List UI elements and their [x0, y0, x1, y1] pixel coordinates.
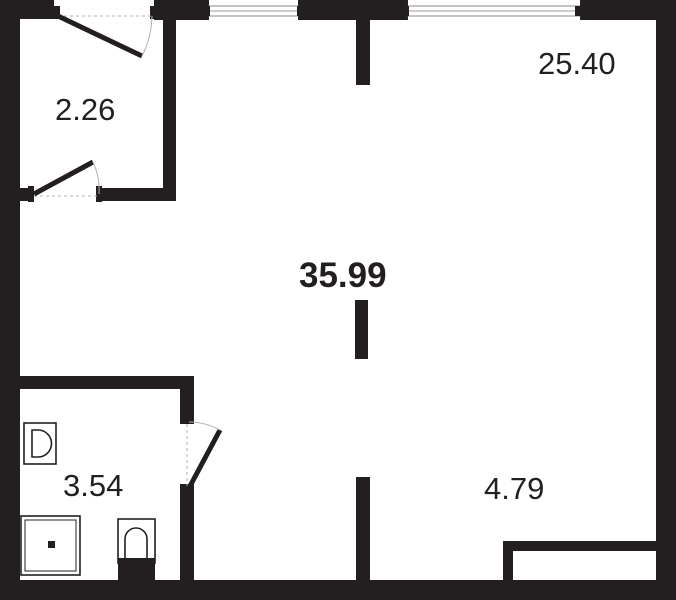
sink-icon — [23, 422, 57, 465]
wall-top-mid-2 — [298, 0, 408, 20]
bathroom-walls — [14, 376, 194, 583]
shower-tray-icon — [20, 515, 81, 576]
door-swing-icon — [52, 6, 158, 59]
wall-top-mid-1 — [154, 0, 209, 20]
wall-left — [0, 0, 20, 600]
wall-top-left — [0, 0, 54, 19]
partition-top — [356, 18, 370, 85]
total-area: 35.99 — [299, 256, 387, 295]
wall-bottom — [0, 580, 676, 600]
wall-right — [656, 0, 676, 600]
room-area-bathroom: 3.54 — [63, 468, 124, 503]
niche-walls — [503, 541, 661, 583]
wall-top-right — [580, 0, 676, 20]
partition-bottom — [356, 477, 370, 582]
closet-wall-bottom — [100, 188, 176, 201]
bathroom-wall-right-upper — [180, 376, 194, 420]
partition-center — [355, 300, 368, 359]
room-area-closet: 2.26 — [55, 92, 116, 127]
room-area-main: 25.40 — [538, 46, 616, 81]
door-swing-icon — [180, 416, 223, 492]
toilet-icon — [117, 518, 156, 580]
window-icon — [204, 5, 303, 17]
bathroom-wall-top — [14, 376, 194, 389]
door-swing-icon — [28, 159, 102, 202]
window-icon — [403, 5, 581, 17]
closet-wall-right — [163, 0, 176, 201]
room-area-zone: 4.79 — [484, 471, 545, 506]
bathroom-wall-right-lower — [180, 488, 194, 583]
closet-walls — [14, 0, 176, 201]
